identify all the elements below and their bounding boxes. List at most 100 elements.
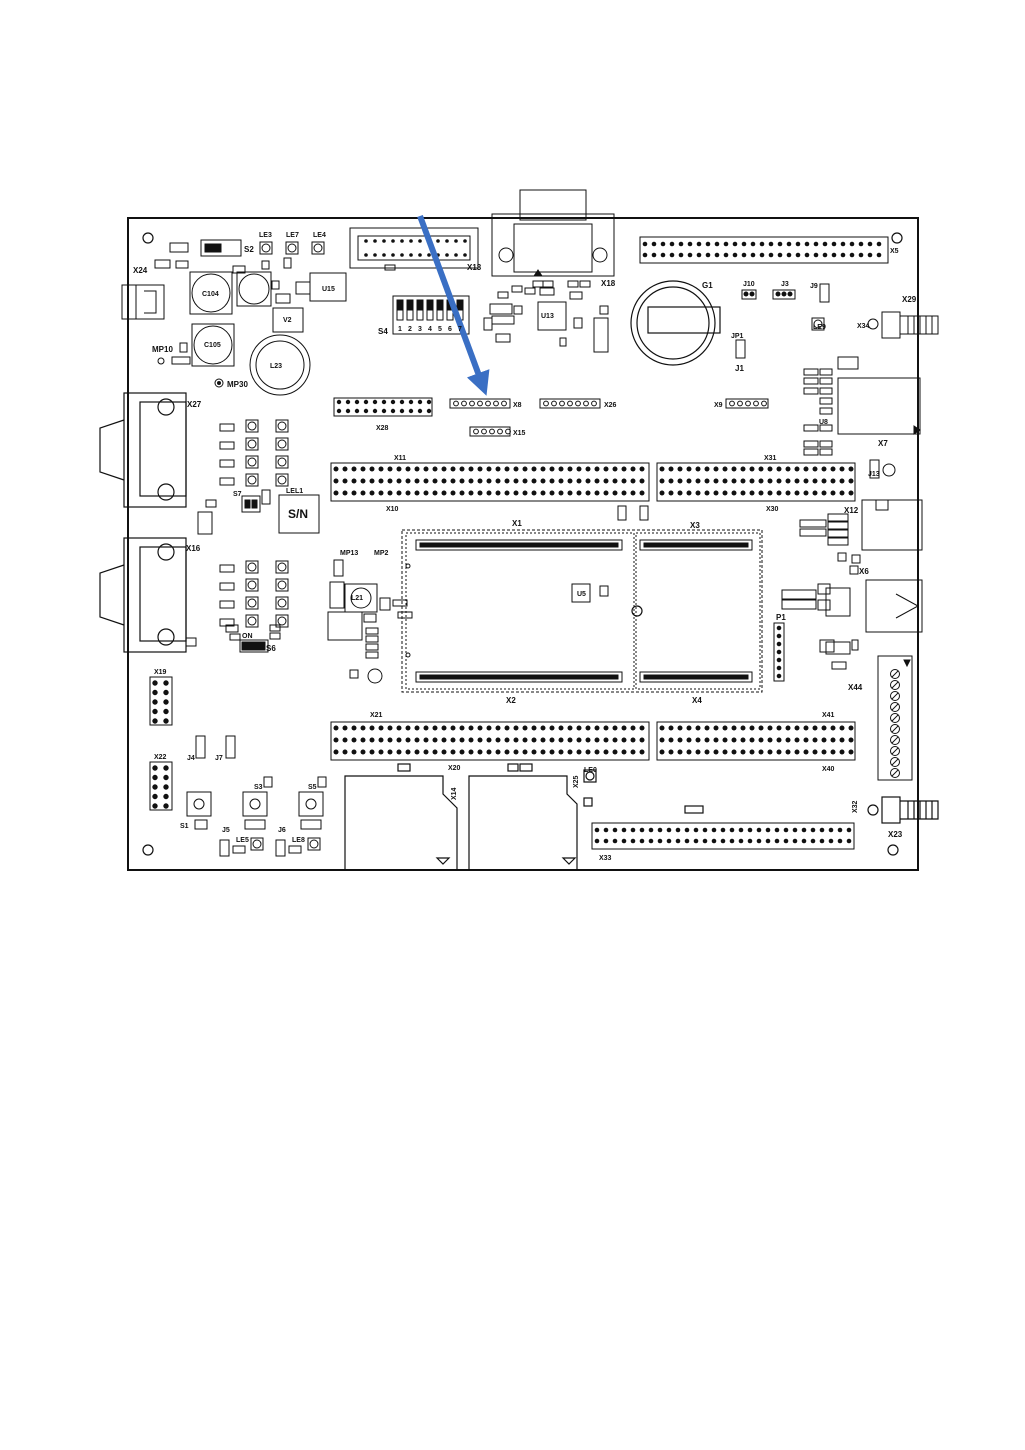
pin [513, 490, 519, 496]
pin [686, 490, 692, 496]
dip-key-lever [426, 299, 434, 311]
pin [432, 490, 438, 496]
pin [390, 408, 396, 414]
pin [659, 725, 665, 731]
pin [468, 749, 474, 755]
pin [441, 466, 447, 472]
small-headers [333, 397, 769, 437]
pin [821, 478, 827, 484]
label-x6: X6 [859, 567, 869, 576]
pin [659, 737, 665, 743]
pin [767, 478, 773, 484]
pin [513, 725, 519, 731]
pin [839, 737, 845, 743]
pin [714, 241, 720, 247]
pin [722, 490, 728, 496]
pin [468, 490, 474, 496]
pin [729, 827, 735, 833]
pin [729, 400, 735, 407]
pin [531, 749, 537, 755]
pin [704, 490, 710, 496]
pin [396, 466, 402, 472]
pin [630, 838, 636, 844]
pin [774, 827, 780, 833]
pin [351, 490, 357, 496]
pin [819, 838, 825, 844]
pin [840, 241, 846, 247]
label-x33: X33 [599, 855, 612, 862]
pin [558, 490, 564, 496]
pin [776, 737, 782, 743]
pin [660, 252, 666, 258]
pin [737, 400, 743, 407]
pin [630, 749, 636, 755]
pin [677, 737, 683, 743]
resistor [219, 459, 235, 468]
pin [642, 252, 648, 258]
label-s4: S4 [378, 327, 388, 336]
pin [396, 725, 402, 731]
pin [441, 737, 447, 743]
pin [549, 478, 555, 484]
pin [152, 718, 158, 724]
resistor [219, 582, 235, 591]
label-u15: U15 [322, 286, 335, 293]
pin [558, 478, 564, 484]
pin [342, 490, 348, 496]
pin [594, 725, 600, 731]
pin [549, 749, 555, 755]
pin [414, 478, 420, 484]
pin [830, 749, 836, 755]
pin [345, 399, 351, 405]
pin [378, 737, 384, 743]
pin [469, 400, 475, 407]
pin [777, 252, 783, 258]
pin [722, 466, 728, 472]
pin [612, 478, 618, 484]
pin [677, 466, 683, 472]
pin [668, 466, 674, 472]
led [275, 419, 289, 433]
led [245, 419, 259, 433]
pin [867, 241, 873, 247]
pin [163, 803, 169, 809]
pin [822, 252, 828, 258]
pin [803, 466, 809, 472]
pin [333, 466, 339, 472]
pin [351, 737, 357, 743]
pin [540, 737, 546, 743]
pin [776, 665, 782, 671]
pin [695, 490, 701, 496]
label-x27: X27 [187, 400, 202, 409]
pin [417, 399, 423, 405]
pin [731, 490, 737, 496]
pin [731, 466, 737, 472]
pin [749, 478, 755, 484]
pin [486, 478, 492, 484]
pin [540, 749, 546, 755]
label-x1: X1 [512, 519, 522, 528]
pin [400, 239, 404, 243]
resistor [219, 423, 235, 432]
pin [549, 490, 555, 496]
pin [639, 725, 645, 731]
pin [531, 466, 537, 472]
pin [575, 400, 581, 407]
pin [722, 749, 728, 755]
pin [495, 725, 501, 731]
screw [890, 669, 900, 679]
pin [684, 827, 690, 833]
pin [776, 749, 782, 755]
pin [803, 749, 809, 755]
pin [603, 749, 609, 755]
label-j1: J1 [735, 364, 744, 373]
pin [152, 708, 158, 715]
pin [758, 749, 764, 755]
pin [695, 478, 701, 484]
pin [396, 478, 402, 484]
led-lens [247, 457, 257, 467]
pin [342, 749, 348, 755]
pin [612, 725, 618, 731]
s4-number-label: 3 [418, 326, 422, 333]
